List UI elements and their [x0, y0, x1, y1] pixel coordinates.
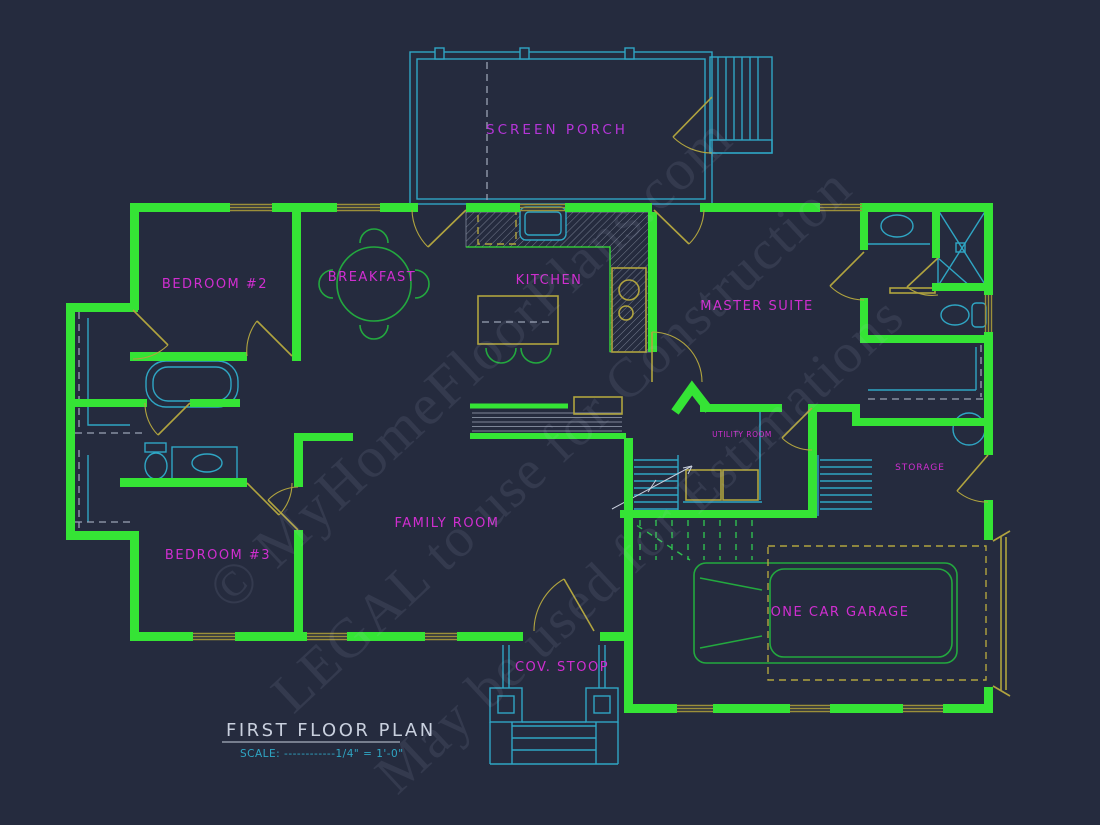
chair	[414, 269, 430, 299]
window	[425, 632, 457, 641]
window	[337, 203, 380, 212]
range	[611, 267, 647, 353]
master-bath-vanity	[868, 214, 930, 245]
window	[790, 704, 830, 713]
water-heater	[952, 412, 986, 446]
room-label-utility-room: UTILITY ROOM	[712, 430, 772, 439]
door	[781, 407, 813, 451]
window	[230, 203, 272, 212]
windows-layer	[193, 203, 993, 713]
title-block: FIRST FLOOR PLAN SCALE: ------------1/4"…	[222, 720, 436, 760]
window	[820, 203, 862, 212]
walk-in-closet-lines	[868, 345, 984, 400]
door	[533, 578, 595, 632]
room-label-kitchen: KITCHEN	[516, 273, 583, 288]
breakfast-table	[318, 228, 430, 340]
room-label-breakfast: BREAKFAST	[328, 270, 416, 285]
toilet	[144, 442, 168, 480]
room-label-master-suite: MASTER SUITE	[700, 299, 813, 314]
bath-vanity	[171, 446, 238, 481]
room-label-one-car-garage: ONE CAR GARAGE	[771, 605, 910, 620]
porch-door	[672, 96, 713, 154]
garage-door-panel	[992, 530, 1011, 697]
window	[677, 704, 713, 713]
plan-scale: SCALE: ------------1/4" = 1'-0"	[240, 748, 404, 760]
chair	[318, 269, 334, 299]
walls-layer	[66, 203, 993, 713]
room-label-family-room: FAMILY ROOM	[394, 516, 499, 531]
angled-wall	[671, 380, 713, 415]
room-label-cov-stoop: COV. STOOP	[515, 660, 609, 675]
window	[307, 632, 347, 641]
room-label-screen-porch: SCREEN PORCH	[486, 122, 628, 138]
room-label-bedroom-3: BEDROOM #3	[165, 548, 271, 563]
kitchen-island	[477, 295, 559, 364]
door	[132, 309, 169, 360]
porch-post	[434, 47, 445, 60]
kitchen-sink	[519, 206, 567, 241]
porch-stairs	[709, 56, 773, 154]
chair	[359, 228, 389, 244]
stairs-dashed-below	[626, 518, 753, 561]
porch-post	[624, 47, 635, 60]
door	[653, 209, 705, 245]
porch-post	[519, 47, 530, 60]
car	[693, 562, 958, 664]
shower-door	[937, 257, 972, 288]
door	[829, 251, 865, 301]
garage-door-clearance	[767, 545, 987, 681]
window	[193, 632, 235, 641]
bar-stool	[520, 347, 552, 364]
room-label-storage: STORAGE	[895, 463, 945, 473]
door	[411, 209, 467, 248]
window	[984, 295, 993, 332]
door	[246, 320, 293, 357]
room-label-bedroom-2: BEDROOM #2	[162, 277, 268, 292]
master-toilet	[940, 302, 987, 328]
doors-layer	[132, 209, 989, 632]
door	[651, 331, 703, 383]
stairs-flight-b	[817, 455, 872, 516]
window	[903, 704, 943, 713]
stairs-flight-a	[634, 455, 679, 516]
door	[144, 402, 191, 436]
window	[520, 203, 565, 212]
plan-title: FIRST FLOOR PLAN	[226, 720, 436, 741]
fireplace	[470, 396, 626, 439]
washer-dryer	[683, 410, 762, 503]
door	[956, 454, 989, 503]
stoop	[489, 645, 619, 765]
bar-stool	[485, 347, 517, 364]
closet-lines-left	[75, 312, 146, 528]
chair	[359, 324, 389, 340]
door	[267, 486, 299, 531]
room-labels: SCREEN PORCH BEDROOM #2 BREAKFAST KITCHE…	[162, 122, 945, 675]
